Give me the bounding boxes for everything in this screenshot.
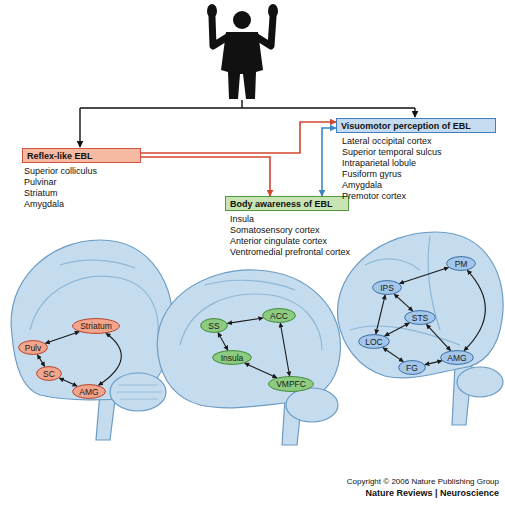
region-abbreviation: Pulv [25, 343, 42, 353]
region-abbreviation: Insula [221, 353, 244, 363]
brain-medial-view [11, 240, 173, 440]
connector-arrow [383, 348, 403, 362]
box-heading: Reflex-like EBL [27, 151, 93, 161]
brain-region: SS [200, 318, 228, 333]
brain-region: Striatum [72, 318, 120, 334]
connector-arrow [280, 323, 289, 376]
region-abbreviation: AMG [79, 387, 98, 397]
region-abbreviation: IPS [380, 283, 394, 293]
region-outline [359, 335, 390, 349]
region-abbreviation: STS [412, 313, 429, 323]
brain-region: SC [36, 366, 62, 381]
region-list-item: Anterior cingulate cortex [230, 236, 327, 247]
connector-arrow [141, 122, 336, 153]
connector-arrow [322, 128, 336, 196]
box-heading: Body awareness of EBL [230, 199, 333, 209]
region-outline [373, 281, 402, 295]
brain-region: IPS [372, 280, 402, 295]
brain-region: PM [446, 256, 476, 271]
connector-arrow [228, 318, 263, 323]
region-outline [213, 351, 252, 365]
region-outline [73, 319, 120, 334]
connector-arrow [426, 324, 450, 350]
region-abbreviation: LOC [365, 337, 382, 347]
region-abbreviation: SC [43, 369, 55, 379]
brain-medial-view [157, 270, 340, 445]
connector-arrow [394, 294, 413, 311]
connector-arrow [59, 378, 77, 386]
region-list-item: Amygdala [342, 180, 382, 191]
brain-region: AMG [72, 384, 106, 399]
brain-region: STS [404, 310, 436, 325]
region-outline [269, 377, 314, 392]
brain-region: FG [398, 360, 426, 375]
region-outline [201, 319, 228, 333]
region-abbreviation: SS [208, 321, 219, 331]
region-abbreviation: VMPFC [276, 379, 306, 389]
region-list-item: Amygdala [24, 199, 64, 210]
person-silhouette [207, 4, 278, 99]
journal-credit: Nature Reviews | Neuroscience [365, 488, 499, 499]
region-abbreviation: Striatum [80, 321, 112, 331]
region-outline [73, 385, 106, 399]
region-outline [399, 361, 426, 375]
brain-lateral-view [338, 232, 504, 425]
region-list-item: Somatosensory cortex [230, 225, 320, 236]
region-outline [263, 309, 296, 323]
heading-box: Body awareness of EBL [225, 196, 349, 211]
region-list-item: Striatum [24, 188, 58, 199]
heading-box: Visuomotor perception of EBL [336, 118, 496, 133]
region-outline [19, 341, 48, 355]
region-list-item: Superior temporal sulcus [342, 147, 442, 158]
connector-arrow [245, 363, 277, 377]
connector-arrow [141, 157, 270, 196]
box-heading: Visuomotor perception of EBL [341, 121, 471, 131]
region-list-item: Premotor cortex [342, 191, 406, 202]
brain-region: AMG [440, 350, 474, 365]
region-abbreviation: PM [455, 259, 468, 269]
region-list-item: Ventromedial prefrontal cortex [230, 247, 350, 258]
brain-region: Pulv [18, 340, 48, 355]
connector-arrow [45, 332, 79, 344]
connector-arrow [385, 323, 410, 336]
region-list-item: Intraparietal lobule [342, 158, 416, 169]
region-abbreviation: FG [406, 363, 418, 373]
connector-arrow [376, 295, 385, 334]
region-outline [447, 257, 476, 271]
region-abbreviation: ACC [270, 311, 288, 321]
connector-arrow [99, 333, 122, 385]
region-outline [37, 367, 62, 381]
brain-region: Insula [212, 350, 252, 365]
region-list-item: Fusiform gyrus [342, 169, 402, 180]
connector-arrow [400, 268, 449, 284]
heading-box: Reflex-like EBL [22, 148, 141, 163]
connector-arrow [425, 361, 442, 365]
copyright-note: Copyright © 2006 Nature Publishing Group [347, 476, 499, 487]
region-list-item: Lateral occipital cortex [342, 136, 432, 147]
connector-arrow [464, 270, 485, 350]
brain-region: ACC [262, 308, 296, 323]
region-abbreviation: AMG [447, 353, 466, 363]
region-list-item: Insula [230, 214, 254, 225]
region-outline [441, 351, 474, 365]
connector-arrow [37, 355, 44, 367]
connector-arrow [218, 333, 228, 351]
region-list-item: Superior colliculus [24, 166, 97, 177]
brain-region: VMPFC [268, 376, 314, 392]
region-outline [405, 311, 436, 325]
region-list-item: Pulvinar [24, 177, 57, 188]
brain-region: LOC [358, 334, 390, 349]
